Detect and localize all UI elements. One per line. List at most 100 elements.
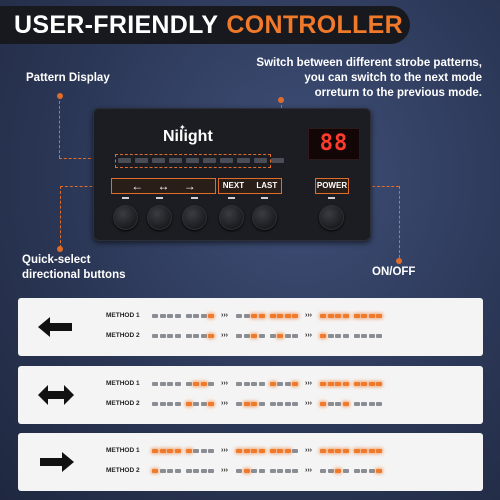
quick-line1: Quick-select [22,254,91,266]
led-off [277,468,283,473]
switch-line3: orreturn to the previous mode. [314,87,482,99]
separator: ››› [305,380,312,387]
led-off [243,313,250,318]
led-off [258,381,265,386]
led-group [320,448,349,453]
led-off [251,381,257,386]
separator: ››› [221,312,228,319]
led-off [200,333,207,338]
led-off [208,468,214,473]
led-on [361,313,367,318]
last-label: LAST [256,181,278,190]
led-group [236,448,265,453]
power-label: POWER [315,178,349,194]
led-on [277,333,283,338]
led-off [243,333,250,338]
power-button[interactable] [319,205,344,230]
led-off [174,468,181,473]
led-off [292,468,298,473]
led-on [376,468,382,473]
led-off [159,381,166,386]
led-group [269,401,298,406]
led-on [193,381,199,386]
method-row: METHOD 2 ››› ››› [106,332,387,339]
led-on [269,381,276,386]
led-on [320,313,326,318]
led-off [258,401,265,406]
led-group [353,468,382,473]
led-off [353,401,360,406]
method-row: METHOD 1 ››› ››› [106,447,387,454]
next-label: NEXT [222,181,245,190]
led-off [174,381,181,386]
led-on [251,333,257,338]
led-off [269,468,276,473]
led-group [269,333,298,338]
last-button[interactable] [252,205,277,230]
led-on [174,448,181,453]
led-on [368,381,375,386]
led-on [320,333,326,338]
led-on [335,448,341,453]
led-off [193,468,199,473]
led-off [167,313,173,318]
led-off [236,313,242,318]
led-group [269,448,298,453]
led-group [320,333,349,338]
led-group [185,448,214,453]
both-direction-button[interactable] [147,205,172,230]
led-on [185,448,192,453]
seven-segment-display: 88 [308,128,360,160]
led-off [200,448,207,453]
led-group [320,468,349,473]
callout-line [60,186,112,187]
minus-mark [191,197,198,199]
method-row: METHOD 2 ››› ››› [106,400,387,407]
led-off [292,333,298,338]
next-button[interactable] [219,205,244,230]
led-on [361,448,367,453]
led-off [284,468,291,473]
led-on [368,448,375,453]
led-on [258,448,265,453]
led-off [208,381,214,386]
arrow-both-icon [38,385,74,405]
title-part2: CONTROLLER [226,10,403,39]
left-direction-button[interactable] [113,205,138,230]
method-label: METHOD 1 [106,380,140,387]
led-group [236,333,265,338]
led-off [327,468,334,473]
led-off [185,313,192,318]
led-segment [237,158,250,163]
separator: ››› [221,400,228,407]
led-off [200,313,207,318]
led-on [327,448,334,453]
led-group [269,468,298,473]
next-last-label-group: NEXT LAST [218,178,282,194]
led-group [152,448,181,453]
led-group [353,401,382,406]
callout-line [399,186,400,258]
led-on [269,448,276,453]
led-on [376,313,382,318]
led-group [152,468,181,473]
minus-mark [328,197,335,199]
separator: ››› [221,447,228,454]
method-label: METHOD 2 [106,467,140,474]
led-off [185,333,192,338]
separator: ››› [221,332,228,339]
led-off [368,401,375,406]
led-off [159,401,166,406]
led-off [327,401,334,406]
led-group [185,468,214,473]
title-part1: USER-FRIENDLY [14,10,219,39]
title-bar: USER-FRIENDLY CONTROLLER [0,6,410,44]
led-group [269,381,298,386]
pattern-panel-left: METHOD 1 ››› ››› METHOD 2 ››› ››› [18,298,483,356]
led-on [277,448,283,453]
led-on [152,448,158,453]
right-direction-button[interactable] [182,205,207,230]
callout-line [60,186,61,248]
led-on [152,468,158,473]
led-off [159,313,166,318]
